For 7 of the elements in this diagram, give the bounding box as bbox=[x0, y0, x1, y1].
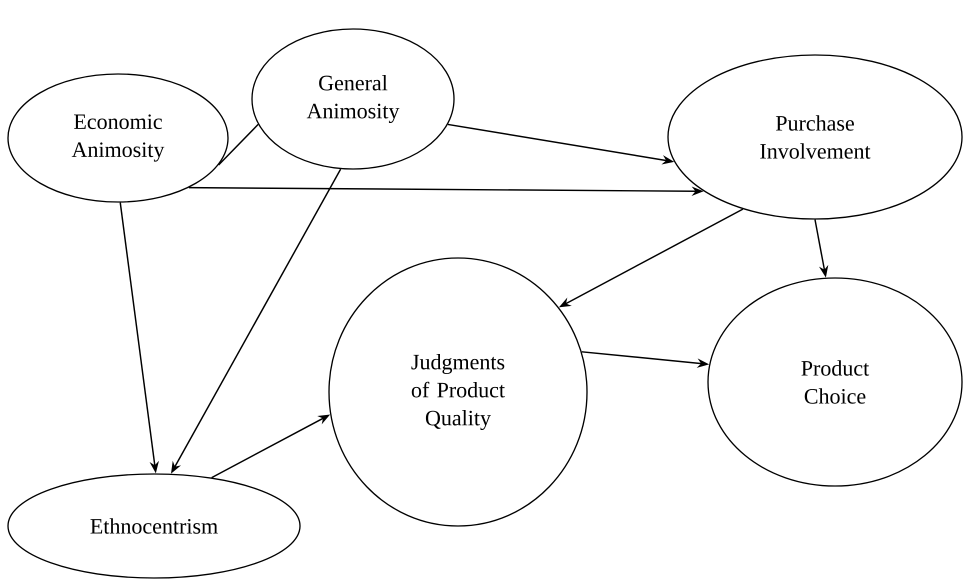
oval: Judgments of Product Quality bbox=[328, 257, 588, 527]
oval: Product Choice bbox=[707, 277, 963, 487]
connector-line bbox=[218, 124, 259, 166]
oval: Purchase Involvement bbox=[667, 54, 963, 220]
oval: General Animosity bbox=[251, 28, 455, 170]
oval: Ethnocentrism bbox=[7, 473, 301, 579]
oval: Economic Animosity bbox=[7, 73, 229, 203]
